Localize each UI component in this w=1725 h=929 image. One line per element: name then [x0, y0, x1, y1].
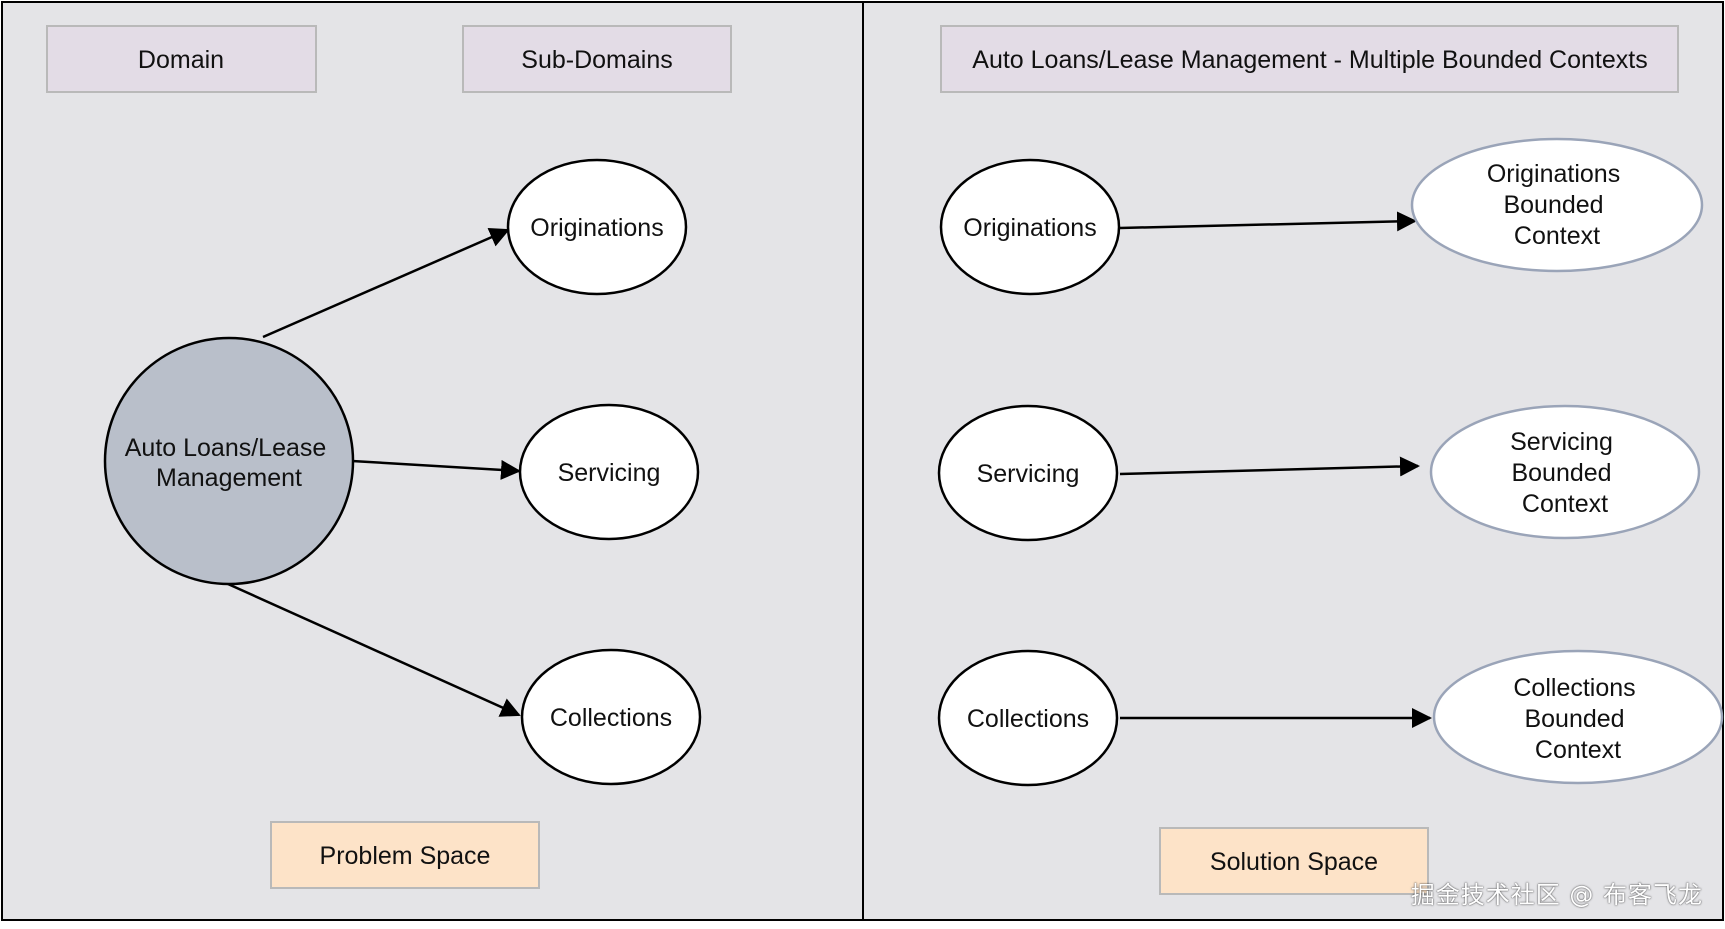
bounded-context-originations: Originations Bounded Context [1410, 137, 1704, 273]
servicing-context-line1: Servicing [1510, 428, 1613, 456]
servicing-context-line2: Bounded [1511, 459, 1611, 487]
domain-header-label: Domain [138, 46, 224, 74]
arrow-domain-to-originations [262, 228, 510, 339]
subdomain-node-originations: Originations [506, 158, 688, 296]
bounded-contexts-header-label: Auto Loans/Lease Management - Multiple B… [972, 46, 1647, 74]
collections-context-line3: Context [1535, 736, 1621, 764]
solution-node-collections: Collections [937, 649, 1119, 787]
arrow-originations-to-context [1119, 211, 1417, 232]
svg-text:Servicing Bounded: Servicing Bounded Context [1510, 428, 1620, 518]
domain-node: Auto Loans/Lease Management [103, 336, 355, 586]
solution-servicing-label: Servicing [977, 460, 1080, 488]
originations-context-line3: Context [1514, 222, 1600, 250]
problem-space-box: Problem Space [270, 821, 540, 889]
arrow-domain-to-collections [227, 582, 521, 717]
originations-context-line1: Originations [1487, 160, 1620, 188]
domain-header-box: Domain [46, 25, 317, 93]
collections-context-line2: Bounded [1524, 705, 1624, 733]
bounded-context-servicing: Servicing Bounded Context [1429, 404, 1701, 540]
domain-node-line1: Auto Loans/Lease [125, 434, 327, 462]
collections-context-line1: Collections [1513, 674, 1635, 702]
bounded-contexts-header-box: Auto Loans/Lease Management - Multiple B… [940, 25, 1679, 93]
solution-node-originations: Originations [939, 158, 1121, 296]
arrow-domain-to-servicing [351, 459, 521, 480]
solution-space-label: Solution Space [1210, 848, 1378, 876]
originations-context-line2: Bounded [1503, 191, 1603, 219]
arrow-servicing-to-context [1119, 456, 1420, 477]
svg-text:Auto Loans/Lease Managem: Auto Loans/Lease Management [125, 434, 334, 492]
problem-space-label: Problem Space [320, 842, 491, 870]
bounded-context-collections: Collections Bounded Context [1432, 649, 1724, 785]
domain-node-line2: Management [156, 464, 302, 492]
subdomain-node-servicing: Servicing [518, 403, 700, 541]
subdomains-header-box: Sub-Domains [462, 25, 732, 93]
subdomain-originations-label: Originations [530, 214, 663, 242]
servicing-context-line3: Context [1522, 490, 1608, 518]
solution-node-servicing: Servicing [937, 404, 1119, 542]
solution-originations-label: Originations [963, 214, 1096, 242]
watermark: 掘金技术社区 @ 布客飞龙 [1410, 881, 1703, 909]
subdomains-header-label: Sub-Domains [521, 46, 672, 74]
svg-text:Collections Bounded: Collections Bounded Context [1513, 674, 1642, 764]
subdomain-node-collections: Collections [520, 648, 702, 786]
solution-collections-label: Collections [967, 705, 1089, 733]
subdomain-collections-label: Collections [550, 704, 672, 732]
subdomain-servicing-label: Servicing [558, 459, 661, 487]
svg-text:Originations Bounded: Originations Bounded Context [1487, 160, 1627, 250]
solution-space-box: Solution Space [1159, 827, 1429, 895]
